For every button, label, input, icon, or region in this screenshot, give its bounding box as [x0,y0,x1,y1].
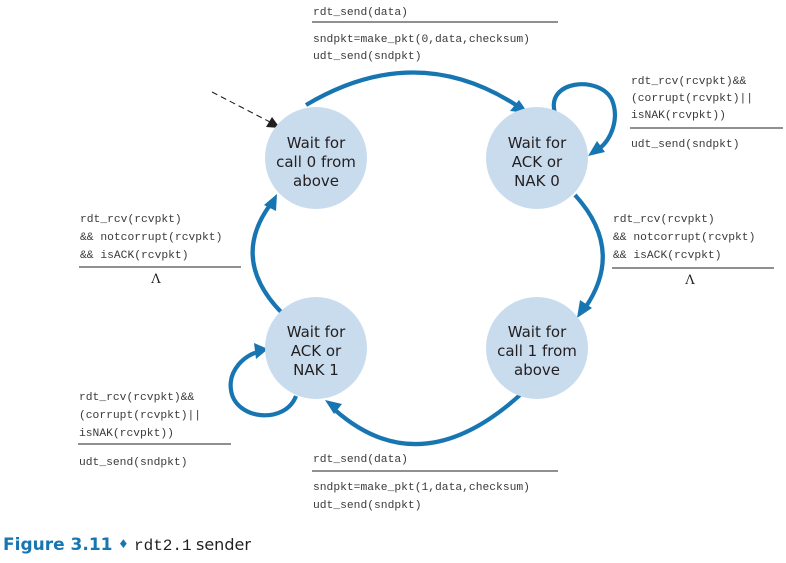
state-label-line: call 0 from [276,153,356,171]
action-line: udt_send(sndpkt) [631,139,739,151]
state-wait-ack-nak-0: Wait for ACK or NAK 0 [486,107,588,209]
state-wait-ack-nak-1: Wait for ACK or NAK 1 [265,297,367,399]
action-line: sndpkt=make_pkt(1,data,checksum) [313,482,530,494]
state-circle [265,297,367,399]
initial-state-arrow [211,91,280,128]
caption-code: rdt2.1 [134,537,192,555]
arrowhead-icon [325,400,342,414]
state-circle [265,107,367,209]
action-line: udt_send(sndpkt) [313,500,421,512]
state-wait-call-0: Wait for call 0 from above [265,107,367,209]
event-line: && isACK(rcvpkt) [613,250,721,262]
label-ack1-to-call0: rdt_rcv(rcvpkt) && notcorrupt(rcvpkt) &&… [79,214,241,287]
state-label-line: above [514,361,560,379]
state-label-line: Wait for [287,134,346,152]
state-label-line: ACK or [512,153,563,171]
caption-label: Figure 3.11 [3,535,113,555]
initial-arrow-head-icon [266,117,280,128]
state-label-line: NAK 1 [293,361,339,379]
arrowhead-icon [254,343,268,359]
state-label-line: ACK or [291,342,342,360]
initial-arrow-line [211,91,271,123]
action-line: sndpkt=make_pkt(0,data,checksum) [313,34,530,46]
event-line: rdt_send(data) [313,7,408,19]
edge-path [333,393,522,447]
edge-path [250,203,284,315]
caption-text: sender [196,535,251,554]
action-lambda: Λ [684,273,695,288]
state-circle [486,297,588,399]
arrowhead-icon [588,141,605,156]
edge-ack0-self-loop [551,82,617,156]
arrowhead-icon [264,194,277,211]
edge-call0-to-ack0 [304,70,528,113]
figure-caption: Figure 3.11 ♦ rdt2.1 sender [3,535,251,555]
caption-bullet-icon: ♦ [118,537,129,551]
edge-ack1-to-call0 [250,194,284,315]
event-line: (corrupt(rcvpkt)|| [79,410,201,422]
event-line: isNAK(rcvpkt)) [631,110,726,122]
event-line: (corrupt(rcvpkt)|| [631,93,753,105]
edge-ack1-self-loop [228,343,298,418]
state-label-line: NAK 0 [514,172,560,190]
label-ack1-self: rdt_rcv(rcvpkt)&& (corrupt(rcvpkt)|| isN… [78,392,231,469]
label-call0-to-ack0: rdt_send(data) sndpkt=make_pkt(0,data,ch… [312,7,558,63]
state-label-line: Wait for [508,323,567,341]
action-line: udt_send(sndpkt) [313,51,421,63]
event-line: rdt_rcv(rcvpkt)&& [631,76,746,88]
state-wait-call-1: Wait for call 1 from above [486,297,588,399]
edge-ack0-to-call1 [573,193,605,318]
edge-path [573,193,605,310]
edge-path [228,349,298,418]
state-label-line: above [293,172,339,190]
label-ack0-self: rdt_rcv(rcvpkt)&& (corrupt(rcvpkt)|| isN… [630,76,783,151]
arrowhead-icon [577,300,592,318]
state-circle [486,107,588,209]
state-label-line: Wait for [287,323,346,341]
event-line: rdt_rcv(rcvpkt) [80,214,182,226]
action-lambda: Λ [150,272,161,287]
label-call1-to-ack1: rdt_send(data) sndpkt=make_pkt(1,data,ch… [312,454,558,512]
event-line: rdt_send(data) [313,454,408,466]
event-line: rdt_rcv(rcvpkt) [613,214,715,226]
event-line: && notcorrupt(rcvpkt) [613,232,755,244]
label-ack0-to-call1: rdt_rcv(rcvpkt) && notcorrupt(rcvpkt) &&… [612,214,774,288]
event-line: && isACK(rcvpkt) [80,250,188,262]
state-label-line: call 1 from [497,342,577,360]
action-line: udt_send(sndpkt) [79,457,187,469]
edge-call1-to-ack1 [325,393,522,447]
state-label-line: Wait for [508,134,567,152]
edge-path [304,70,518,107]
event-line: && notcorrupt(rcvpkt) [80,232,222,244]
event-line: rdt_rcv(rcvpkt)&& [79,392,194,404]
edge-path [551,82,617,150]
event-line: isNAK(rcvpkt)) [79,428,174,440]
